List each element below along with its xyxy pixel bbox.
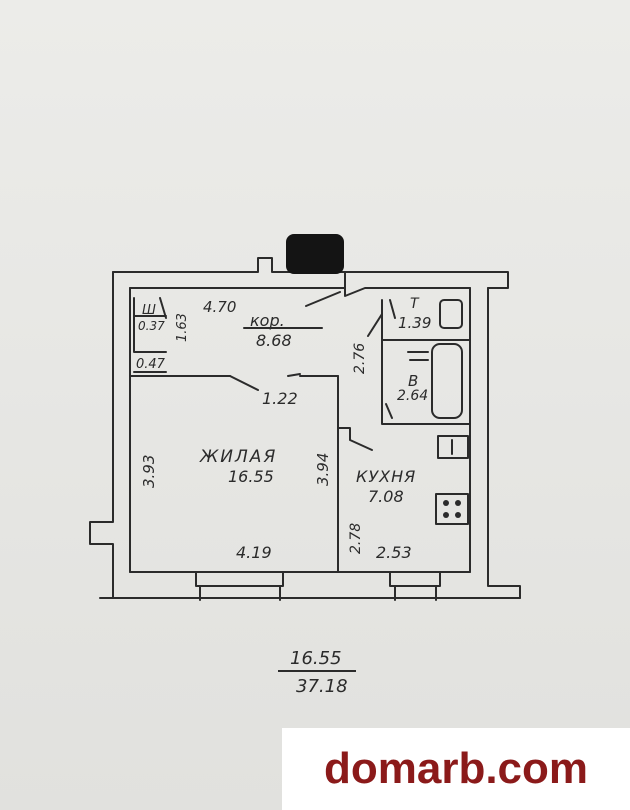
label-toilet-area: 1.39 bbox=[398, 314, 431, 332]
label-living-width: 4.19 bbox=[236, 543, 272, 562]
window-living bbox=[195, 571, 284, 601]
door-corridor-sanitary bbox=[367, 313, 393, 419]
label-living-name: ЖИЛАЯ bbox=[199, 447, 277, 467]
outer-wall-right bbox=[469, 287, 521, 599]
corridor-dim-line bbox=[243, 291, 341, 329]
label-living-door: 1.22 bbox=[262, 389, 298, 408]
partition-sanitary bbox=[381, 299, 471, 425]
bathtub-inner bbox=[407, 351, 429, 361]
label-closet-area: 0.47 bbox=[136, 357, 166, 372]
redaction-block bbox=[286, 234, 344, 274]
partition-wc bbox=[133, 297, 167, 373]
outer-wall-top-inner bbox=[129, 271, 471, 297]
label-wc-area: 0.37 bbox=[138, 319, 165, 333]
label-living-height: 3.93 bbox=[140, 455, 158, 488]
label-bathroom-area: 2.64 bbox=[397, 388, 428, 404]
kitchen-sink bbox=[437, 435, 469, 459]
label-kitchen-name: КУХНЯ bbox=[356, 467, 416, 486]
partition-living-door bbox=[229, 373, 301, 391]
label-wc-width: 1.63 bbox=[175, 313, 190, 342]
total-living-area: 16.55 bbox=[290, 648, 342, 669]
label-kitchen-height: 3.94 bbox=[314, 453, 332, 486]
watermark-text: domarb.com bbox=[323, 744, 589, 793]
label-corridor-area: 8.68 bbox=[256, 331, 292, 350]
label-kitchen-area: 7.08 bbox=[368, 487, 404, 506]
label-wc-name: Ш bbox=[142, 303, 156, 318]
kitchen-stove bbox=[435, 493, 469, 525]
label-corridor-name: кор. bbox=[250, 311, 285, 330]
outer-wall-bottom bbox=[99, 571, 521, 599]
outer-wall-top bbox=[112, 257, 509, 289]
label-kitchen-width: 2.53 bbox=[376, 543, 412, 562]
partition-wc-door bbox=[159, 297, 167, 319]
label-living-area: 16.55 bbox=[228, 467, 274, 486]
partition-corridor-kitchen bbox=[337, 427, 373, 451]
window-kitchen bbox=[389, 571, 441, 601]
label-kitchen-side: 2.78 bbox=[348, 523, 364, 554]
bathtub bbox=[431, 343, 463, 419]
toilet-fixture bbox=[439, 299, 463, 329]
label-bathroom-name: В bbox=[408, 372, 418, 390]
outer-wall-left bbox=[89, 271, 131, 599]
watermark: domarb.com bbox=[282, 728, 630, 810]
label-corridor-length: 4.70 bbox=[203, 298, 236, 316]
total-area: 37.18 bbox=[296, 676, 348, 697]
label-toilet-name: Т bbox=[410, 296, 420, 312]
label-toilet-width: 2.76 bbox=[352, 343, 368, 374]
